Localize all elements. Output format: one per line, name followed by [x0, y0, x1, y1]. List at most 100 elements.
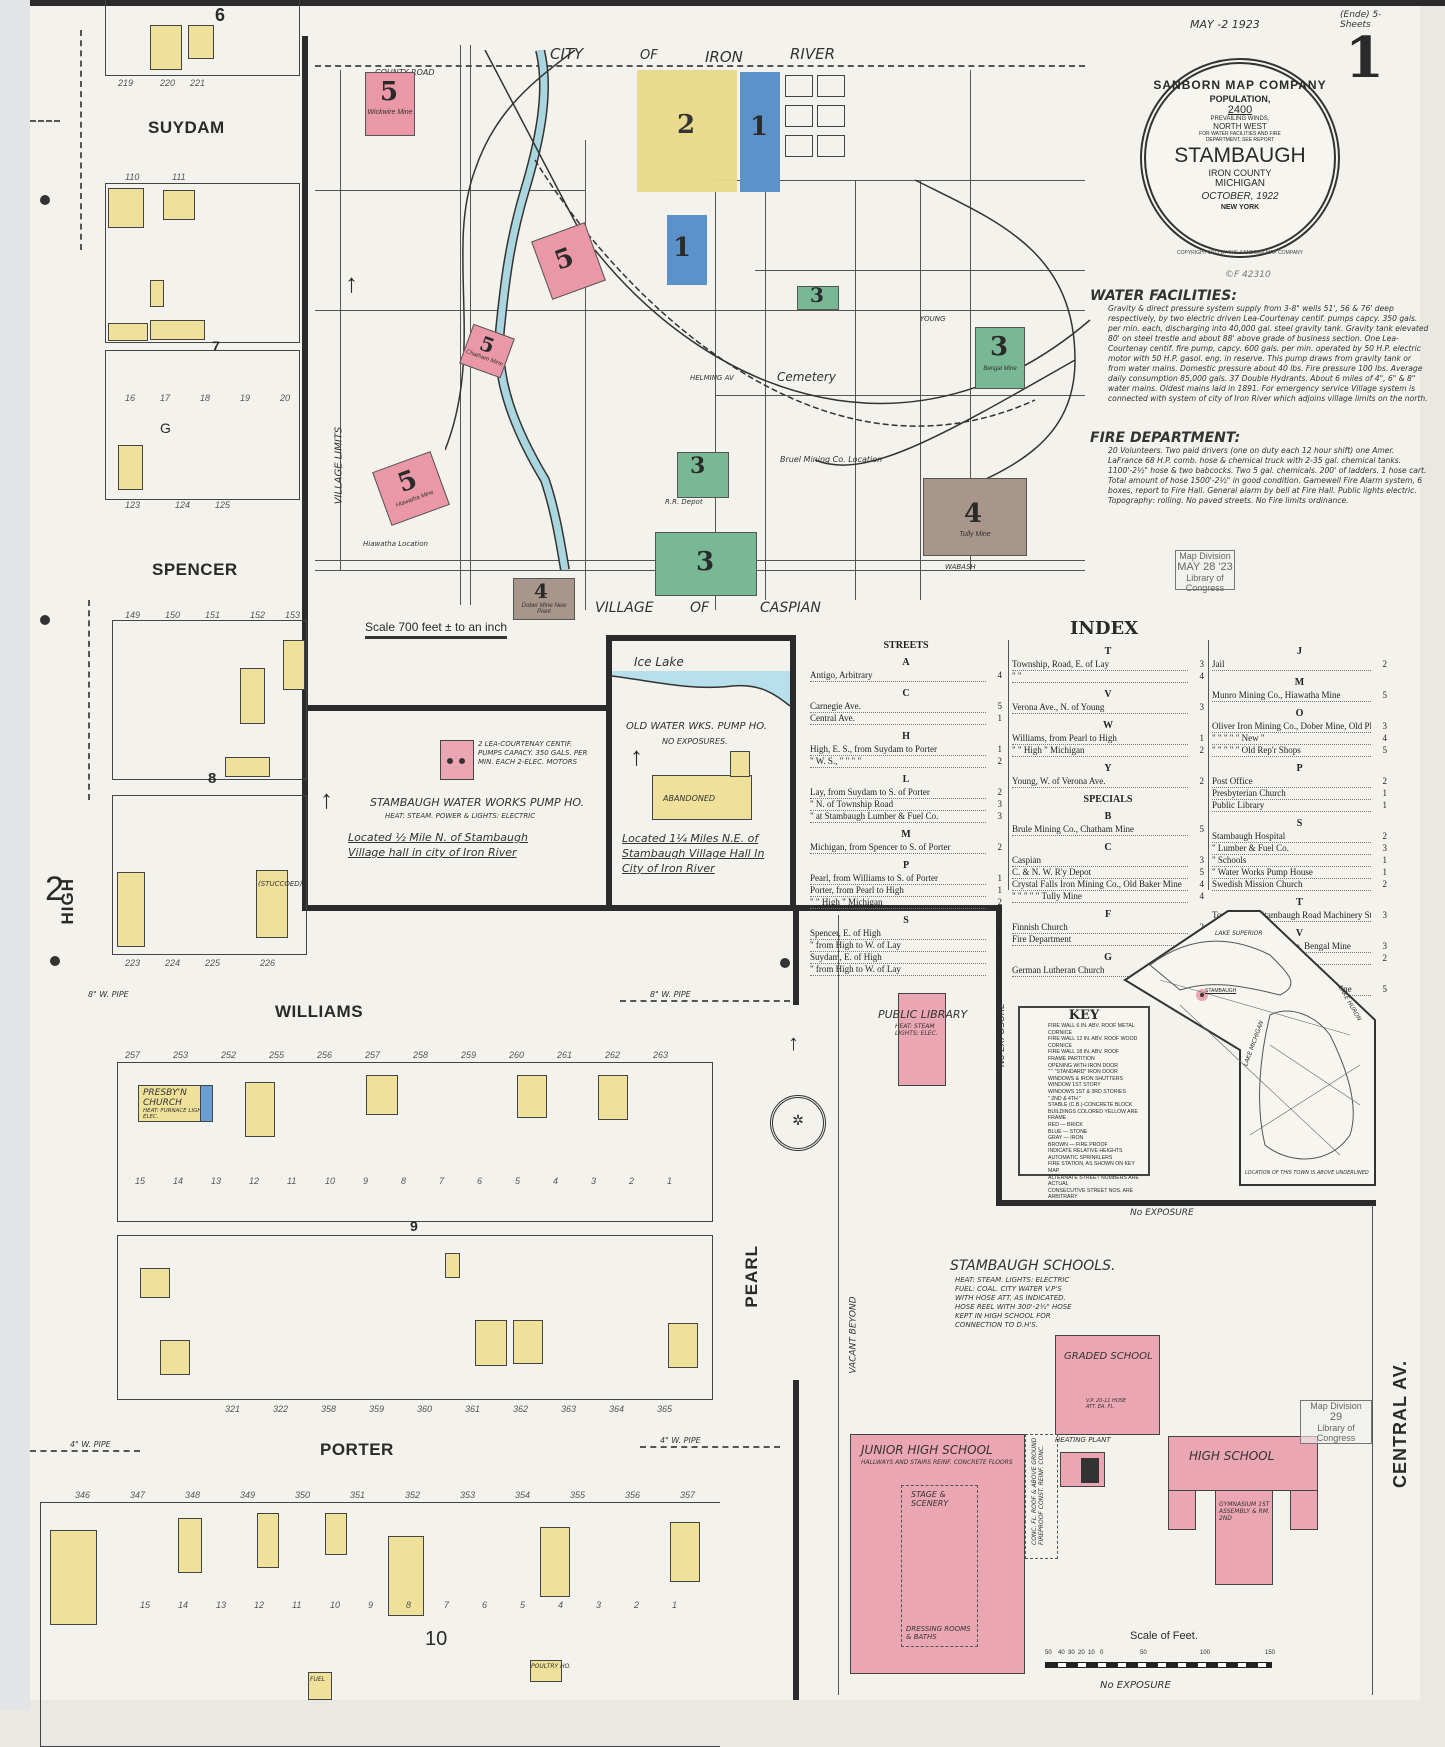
legend-item: RED — BRICK [1048, 1121, 1083, 1128]
city-boundary [315, 65, 1085, 67]
index-entry-sheet: 4 [997, 670, 1003, 680]
water-pipe [30, 120, 60, 122]
public-library-title: PUBLIC LIBRARY [878, 1008, 968, 1021]
dwelling [245, 1082, 275, 1137]
old-pump-house-subtitle: NO EXPOSURES. [662, 737, 728, 746]
sheet-count-note: (Ende) 5-Sheets [1340, 10, 1382, 30]
lot-number: 18 [200, 393, 211, 403]
index-entry-name: " N. of Township Road [810, 799, 986, 811]
population-value: 2400 [1227, 104, 1253, 116]
dwelling-stuccoed [256, 870, 288, 938]
area-bengal-mine: 3 Bengal Mine [975, 327, 1025, 389]
index-entry-name: " " " " " New " [1212, 733, 1371, 745]
block-7-north [105, 183, 300, 343]
north-arrow-icon: ↑ [630, 741, 643, 771]
lot-number: 6 [477, 1176, 483, 1186]
library-note: HEAT: STEAM LIGHTS: ELEC. [895, 1023, 938, 1037]
index-entry-sheet: 2 [997, 964, 1003, 974]
street-label-pearl: PEARL [742, 1245, 761, 1308]
stable [225, 757, 270, 777]
lot-number: 13 [211, 1176, 222, 1186]
old-pump-house-location: Located 1¼ Miles N.E. of Stambaugh Villa… [622, 832, 765, 875]
lot-number: 253 [173, 1050, 189, 1060]
index-entry-sheet: 1 [1199, 733, 1205, 743]
index-entry-sheet: 4 [1199, 879, 1205, 889]
legend-item: AUTOMATIC SPRINKLERS [1048, 1154, 1113, 1161]
scale-tick: 10 [1088, 1650, 1095, 1656]
school-note-line: FUEL: COAL. CITY WATER V.P'S [955, 1285, 1062, 1293]
lot-number: 363 [561, 1404, 577, 1414]
lot-number: 356 [625, 1490, 641, 1500]
index-entry-sheet: 5 [1382, 984, 1388, 994]
report-note-2: DEPARTMENT, SEE REPORT [1205, 137, 1275, 143]
lot-number: 7 [439, 1176, 445, 1186]
lot-number: 8 [406, 1600, 412, 1610]
index-entry-sheet: 5 [997, 701, 1003, 711]
no-exposure-label-bottom: No EXPOSURE [1100, 1680, 1171, 1691]
sheet-number: 1 [1345, 25, 1384, 91]
index-entry-name: " from High to W. of Lay [810, 940, 986, 952]
young-label: YOUNG [920, 315, 946, 323]
index-letter-heading: C [1104, 842, 1112, 853]
grid-line [765, 180, 766, 600]
index-letter-heading: A [902, 657, 910, 668]
lake-superior-label: LAKE SUPERIOR [1215, 930, 1263, 937]
legend-key: KEY FIRE WALL 6 IN. ABV. ROOF METAL CORN… [1018, 1006, 1150, 1207]
index-entry: Carnegie Ave.5 [810, 701, 1002, 713]
abandoned-label: ABANDONED [663, 794, 716, 803]
heating-plant [1060, 1452, 1105, 1487]
graded-school: GRADED SCHOOL V.P. 20-11 HOSE ATT. EA. F… [1055, 1335, 1160, 1435]
bruel-location-label: Bruel Mining Co. Location [780, 455, 883, 464]
area-dober-location: 3 [655, 532, 757, 596]
house-number: 111 [172, 172, 186, 182]
index-entry-name: " Water Works Pump House [1212, 867, 1371, 879]
legend-item: CONSECUTIVE STREET NOS. ARE ARBITRARY [1048, 1187, 1134, 1201]
house-number: 224 [165, 958, 181, 968]
index-entry-name: " " High " Michigan [810, 897, 986, 909]
fuel-shed [308, 1672, 332, 1700]
inset-border [790, 635, 796, 910]
top-border [0, 0, 1445, 6]
michigan-locator-map [1123, 910, 1376, 1186]
index-entry-sheet: 2 [1382, 659, 1388, 669]
index-entry-name: Central Ave. [810, 713, 986, 725]
dwelling [366, 1075, 398, 1115]
grid-line [755, 270, 1085, 271]
lot-number: 359 [369, 1404, 385, 1414]
old-pump-house-inset: Ice Lake OLD WATER WKS. PUMP HO. NO EXPO… [612, 641, 790, 905]
lot-number: 349 [240, 1490, 256, 1500]
index-entry-name: Swedish Mission Church [1212, 879, 1371, 891]
index-entry-sheet: 5 [1382, 745, 1388, 755]
index-entry-name: " Schools [1212, 855, 1371, 867]
scale-tick: 40 [1058, 1650, 1065, 1656]
scale-tick: 30 [1068, 1650, 1075, 1656]
scale-tick: 100 [1200, 1650, 1211, 1656]
index-entry-name: Jail [1212, 659, 1371, 671]
scale-tick: 150 [1265, 1650, 1276, 1656]
index-entry-name: " " [1012, 671, 1188, 683]
city-label-iron: IRON [705, 48, 743, 66]
lot-number: 12 [249, 1176, 260, 1186]
scale-tick: 20 [1078, 1650, 1085, 1656]
index-entry: Verona Ave., N. of Young 3 [1012, 702, 1204, 714]
index-entry-sheet: 5 [1382, 690, 1388, 700]
index-entry-sheet: 2 [1382, 879, 1388, 889]
index-entry-sheet: 1 [997, 885, 1003, 895]
lot-number: 262 [605, 1050, 621, 1060]
lot-number: 12 [254, 1600, 265, 1610]
dwelling [325, 1513, 347, 1555]
legend-item: " 2ND & 4TH " [1048, 1095, 1082, 1102]
legend-item: FIRE STATION, AS SHOWN ON KEY MAP [1048, 1161, 1135, 1175]
index-entry-name: " Lumber & Fuel Co. [1212, 843, 1371, 855]
index-entry-sheet: 3 [1199, 702, 1205, 712]
area-sheet-1: 1 [740, 72, 780, 192]
index-entry-sheet: 4 [1382, 733, 1388, 743]
water-pipe [30, 1450, 140, 1452]
village-caspian-name: CASPIAN [760, 600, 821, 616]
property-line [838, 915, 839, 1695]
index-entry-name: Verona Ave., N. of Young [1012, 702, 1188, 714]
index-letter-heading: P [1296, 763, 1303, 774]
dwelling [475, 1320, 507, 1366]
